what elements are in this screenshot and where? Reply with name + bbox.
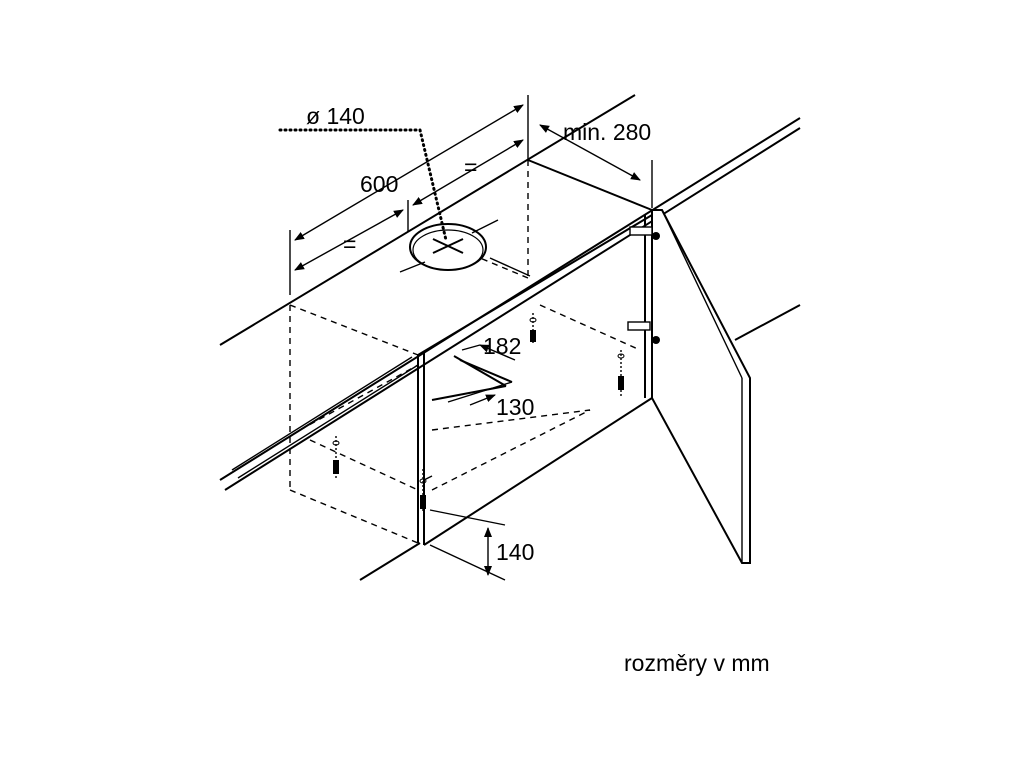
hinge-icon <box>627 226 660 344</box>
equal-left-label: = <box>343 231 356 257</box>
depth-dimension <box>539 124 653 208</box>
duct-diameter-label: ø 140 <box>306 103 365 129</box>
width-label: 600 <box>360 171 398 197</box>
height-dimension <box>429 509 506 581</box>
cutout-depth-label: 182 <box>483 333 521 359</box>
equal-right-label: = <box>464 154 477 180</box>
min-depth-label: min. 280 <box>563 119 651 145</box>
duct-opening-icon <box>399 219 531 277</box>
cabinet-body <box>289 159 653 546</box>
width-dimension <box>289 95 529 295</box>
cutout-outline <box>431 344 516 406</box>
bottom-height-label: 140 <box>496 539 534 565</box>
units-note: rozměry v mm <box>624 650 770 676</box>
cutout-offset-label: 130 <box>496 394 534 420</box>
cabinet-door <box>651 209 751 564</box>
mounting-screw-icon <box>332 313 625 511</box>
